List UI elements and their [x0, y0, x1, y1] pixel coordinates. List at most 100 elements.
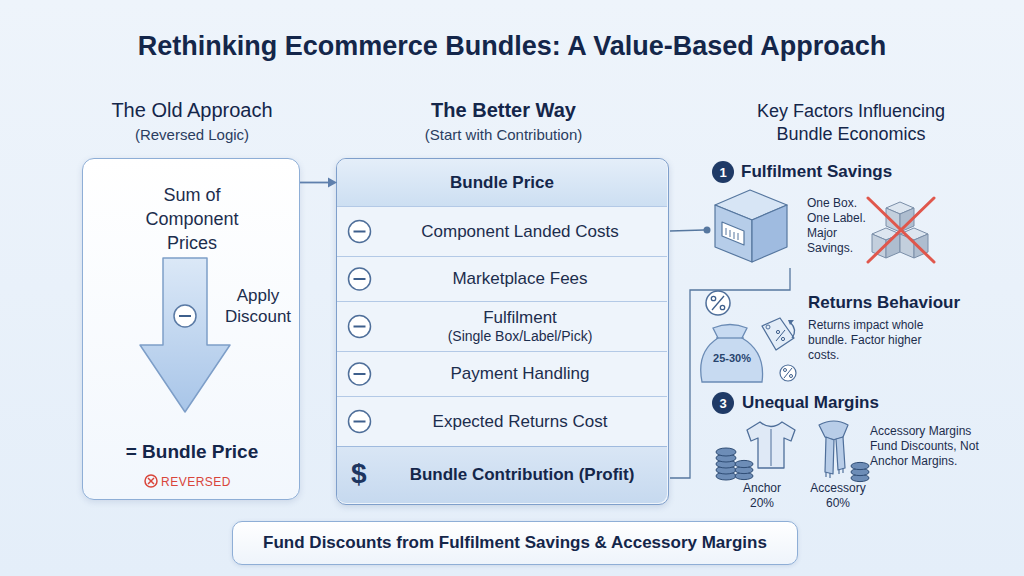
callout-number: 3 — [712, 392, 734, 414]
factor-heading: Fulfilment Savings — [741, 162, 892, 182]
percent-icon-part — [790, 375, 793, 378]
section-heading: Key Factors Influencing Bundle Economics — [736, 100, 966, 146]
percent-icon-part — [780, 365, 796, 381]
icon-caption: Anchor — [737, 481, 787, 495]
minus-icon-part — [354, 326, 366, 328]
leader-line-part — [704, 227, 711, 234]
callout-text: 1 — [719, 165, 726, 180]
coin-stack — [851, 462, 869, 481]
reversed-icon-part — [145, 475, 157, 487]
coin-stack — [716, 448, 753, 480]
callout-text: 3 — [719, 396, 726, 411]
box-text: Sum of Component Prices — [123, 183, 261, 255]
row-text: Expected Returns Cost — [433, 412, 608, 432]
price-tag-icon — [762, 318, 795, 350]
reversed-icon-part — [148, 478, 154, 484]
price-tag-icon-part — [776, 330, 779, 333]
minus-icon — [349, 221, 371, 243]
coin-stack-part — [851, 462, 869, 469]
minus-icon-part — [349, 363, 371, 385]
box-icon-part — [738, 233, 739, 240]
box-icon-part — [715, 205, 752, 262]
cost-row: Marketplace Fees — [337, 256, 667, 301]
box-icon-part — [730, 230, 731, 237]
coin-stack-part — [851, 468, 869, 475]
row-text: Bundle Price — [450, 173, 554, 193]
returns-bag-icon-part — [716, 337, 744, 338]
crossed-boxes-icon-part-part — [900, 208, 914, 232]
shirt-icon-part — [747, 422, 795, 468]
result-row: $Bundle Contribution (Profit) — [337, 446, 667, 503]
minus-icon-part — [349, 268, 371, 290]
arrow-head — [328, 178, 337, 188]
bag-label: 25-30% — [704, 352, 760, 364]
minus-icon — [349, 363, 371, 385]
price-tag-icon-part — [788, 320, 794, 325]
minus-icon-part — [354, 421, 366, 423]
minus-icon — [174, 305, 196, 327]
section-heading: The Better Way — [337, 99, 670, 122]
percent-icon-part — [784, 368, 792, 378]
box-icon-part — [722, 222, 744, 245]
crossed-boxes-icon-part-part — [900, 234, 914, 258]
crossed-boxes-icon-part — [872, 228, 900, 258]
cost-row: Expected Returns Cost — [337, 396, 667, 446]
price-tag-icon-part — [776, 330, 785, 341]
shirt-icon — [747, 422, 795, 468]
minus-icon-part — [179, 315, 191, 317]
scarf-icon — [819, 421, 848, 478]
cost-row: Payment Handling — [337, 351, 667, 396]
row-subtext: (Single Box/Label/Pick) — [448, 328, 593, 345]
approach-box: The Old Approach(Reversed Logic)Sum of C… — [82, 158, 300, 500]
header-row: Bundle Price — [337, 159, 667, 206]
percent-icon-part — [706, 291, 730, 315]
percent-icon — [706, 291, 730, 315]
connector-arrow — [300, 178, 337, 188]
row-text: Component Landed Costs — [421, 222, 619, 242]
factor-note: Returns impact whole bundle. Factor high… — [808, 318, 926, 363]
minus-icon — [349, 411, 371, 433]
coin-stack-part — [735, 460, 753, 467]
crossed-boxes-icon — [868, 198, 934, 262]
crossed-boxes-icon-part — [868, 198, 934, 262]
crossed-boxes-icon-part-part — [886, 208, 900, 232]
leader-line — [670, 268, 790, 478]
factor-note: Accessory Margins Fund Discounts, Not An… — [870, 424, 996, 469]
crossed-boxes-icon-part-part — [900, 228, 928, 240]
section-subheading: (Start with Contribution) — [337, 126, 670, 143]
box-icon — [715, 190, 787, 262]
box-icon-part — [715, 190, 787, 220]
returns-bag-icon-part — [701, 325, 763, 383]
minus-icon-part — [354, 278, 366, 280]
reversed-icon-part — [148, 478, 154, 484]
minus-icon-part — [349, 411, 371, 433]
row-text: Bundle Contribution (Profit) — [410, 465, 635, 485]
box-icon-part — [752, 205, 787, 262]
down-arrow-part — [140, 258, 230, 412]
minus-icon — [349, 316, 371, 338]
scarf-icon-part — [836, 437, 845, 470]
shirt-icon-part — [771, 429, 772, 466]
scarf-icon-part — [838, 469, 839, 474]
leader-line-part — [670, 268, 790, 478]
percent-icon-part — [784, 369, 787, 372]
crossed-boxes-icon-part-part — [872, 234, 886, 258]
minus-icon-part — [349, 316, 371, 338]
percent-icon — [780, 365, 796, 381]
scarf-icon-part — [842, 468, 843, 473]
scarf-icon-part — [825, 472, 826, 477]
summary-box: Fund Discounts from Fulfilment Savings &… — [232, 521, 798, 565]
step-label: Apply Discount — [216, 285, 300, 327]
percent-icon-part — [711, 296, 715, 300]
connector-line — [300, 182, 329, 184]
row-text: Payment Handling — [451, 364, 590, 384]
coin-stack-part — [735, 466, 753, 473]
price-tag-icon-part — [790, 322, 795, 338]
summary-text: Fund Discounts from Fulfilment Savings &… — [263, 533, 767, 553]
factor-heading: Returns Behaviour — [808, 293, 960, 313]
box-icon-part — [726, 228, 727, 235]
